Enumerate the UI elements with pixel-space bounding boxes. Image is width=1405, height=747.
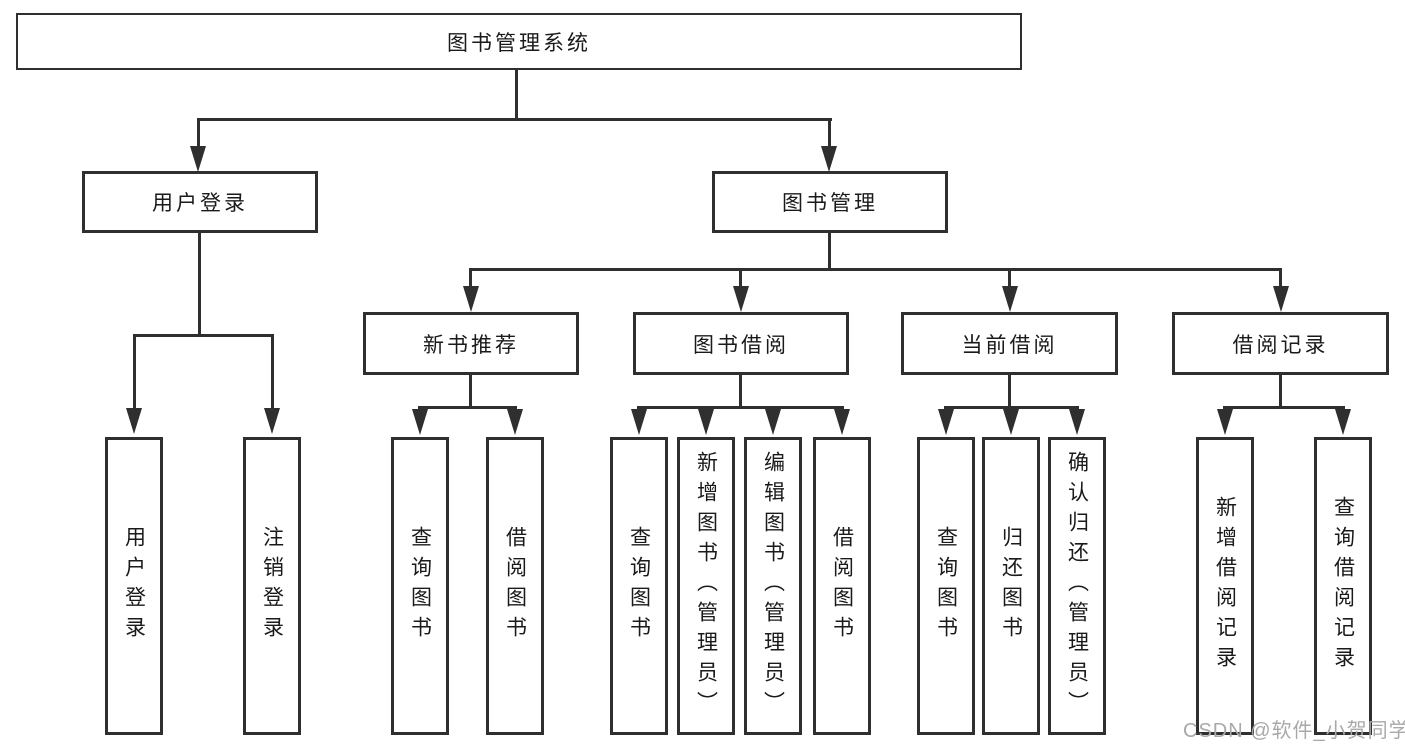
leaf-query-books-2-label: 查询图书	[627, 526, 651, 646]
leaf-query-borrow-record-label: 查询借阅记录	[1331, 496, 1355, 676]
leaf-user-login-label: 用户登录	[122, 526, 146, 646]
leaf-add-books-admin: 新增图书（管理员）	[677, 437, 735, 735]
node-book-borrowing: 图书借阅	[633, 312, 849, 375]
arrowhead-down-icon	[190, 146, 206, 172]
leaf-return-books-label: 归还图书	[999, 526, 1023, 646]
node-book-management-label: 图书管理	[782, 192, 878, 215]
leaf-return-books: 归还图书	[982, 437, 1040, 735]
arrowhead-down-icon	[834, 409, 850, 435]
leaf-query-borrow-record: 查询借阅记录	[1314, 437, 1372, 735]
leaf-user-login: 用户登录	[105, 437, 163, 735]
leaf-confirm-return-admin-label: 确认归还（管理员）	[1065, 451, 1089, 721]
leaf-borrow-books-1: 借阅图书	[486, 437, 544, 735]
arrowhead-down-icon	[1002, 286, 1018, 312]
leaf-edit-books-admin: 编辑图书（管理员）	[744, 437, 802, 735]
leaf-edit-books-admin-label: 编辑图书（管理员）	[761, 451, 785, 721]
leaf-query-books-3-label: 查询图书	[934, 526, 958, 646]
arrowhead-down-icon	[938, 409, 954, 435]
arrowhead-down-icon	[507, 409, 523, 435]
arrowhead-down-icon	[821, 146, 837, 172]
connector-records-stem	[1279, 375, 1282, 409]
arrowhead-down-icon	[631, 409, 647, 435]
node-borrow-records-label: 借阅记录	[1232, 333, 1329, 357]
node-current-borrowing: 当前借阅	[901, 312, 1118, 375]
connector-root-stem	[515, 70, 518, 120]
connector-new-book-stem	[469, 375, 472, 409]
leaf-logout: 注销登录	[243, 437, 301, 735]
leaf-add-borrow-record-label: 新增借阅记录	[1213, 496, 1237, 676]
node-user-login-label: 用户登录	[152, 192, 248, 215]
connector-records-branch	[1223, 406, 1345, 409]
node-book-borrowing-label: 图书借阅	[693, 333, 789, 357]
connector-book-mgmt-stem	[828, 233, 831, 271]
leaf-borrow-books-2: 借阅图书	[813, 437, 871, 735]
leaf-query-books-2: 查询图书	[610, 437, 668, 735]
leaf-logout-label: 注销登录	[260, 526, 284, 646]
node-current-borrowing-label: 当前借阅	[961, 333, 1058, 357]
arrowhead-down-icon	[1217, 409, 1233, 435]
csdn-watermark: CSDN @软件_小贺同学	[1183, 720, 1405, 742]
connector-root-branch	[197, 118, 832, 121]
node-user-login: 用户登录	[82, 171, 318, 233]
connector-level3-drop	[1279, 268, 1282, 290]
arrowhead-down-icon	[1273, 286, 1289, 312]
arrowhead-down-icon	[1069, 409, 1085, 435]
connector-borrowing-stem	[739, 375, 742, 409]
connector-book-mgmt-branch	[470, 268, 1282, 271]
arrowhead-down-icon	[463, 286, 479, 312]
leaf-add-books-admin-label: 新增图书（管理员）	[694, 451, 718, 721]
arrowhead-down-icon	[264, 408, 280, 434]
arrowhead-down-icon	[126, 408, 142, 434]
arrowhead-down-icon	[733, 286, 749, 312]
connector-user-login-branch	[133, 334, 274, 337]
connector-leaf-drop	[133, 334, 136, 410]
node-new-book-recommend: 新书推荐	[363, 312, 579, 375]
connector-new-book-branch	[418, 406, 517, 409]
arrowhead-down-icon	[765, 409, 781, 435]
arrowhead-down-icon	[412, 409, 428, 435]
connector-level3-drop	[1008, 268, 1011, 290]
leaf-query-books-1-label: 查询图书	[408, 526, 432, 646]
connector-book-mgmt-drop	[828, 118, 831, 148]
leaf-query-books-3: 查询图书	[917, 437, 975, 735]
connector-level3-drop	[739, 268, 742, 290]
node-new-book-recommend-label: 新书推荐	[423, 333, 519, 357]
arrowhead-down-icon	[698, 409, 714, 435]
connector-borrowing-branch	[637, 406, 844, 409]
leaf-borrow-books-1-label: 借阅图书	[503, 526, 527, 646]
node-root-label: 图书管理系统	[447, 31, 591, 55]
leaf-add-borrow-record: 新增借阅记录	[1196, 437, 1254, 735]
connector-current-stem	[1008, 375, 1011, 409]
leaf-query-books-1: 查询图书	[391, 437, 449, 735]
node-borrow-records: 借阅记录	[1172, 312, 1389, 375]
node-root: 图书管理系统	[16, 13, 1022, 70]
arrowhead-down-icon	[1003, 409, 1019, 435]
connector-leaf-drop	[271, 334, 274, 410]
leaf-confirm-return-admin: 确认归还（管理员）	[1048, 437, 1106, 735]
connector-level3-drop	[469, 268, 472, 290]
arrowhead-down-icon	[1335, 409, 1351, 435]
connector-user-login-stem	[198, 233, 201, 337]
node-book-management: 图书管理	[712, 171, 948, 233]
connector-current-branch	[944, 406, 1079, 409]
connector-user-login-drop	[197, 118, 200, 148]
leaf-borrow-books-2-label: 借阅图书	[830, 526, 854, 646]
